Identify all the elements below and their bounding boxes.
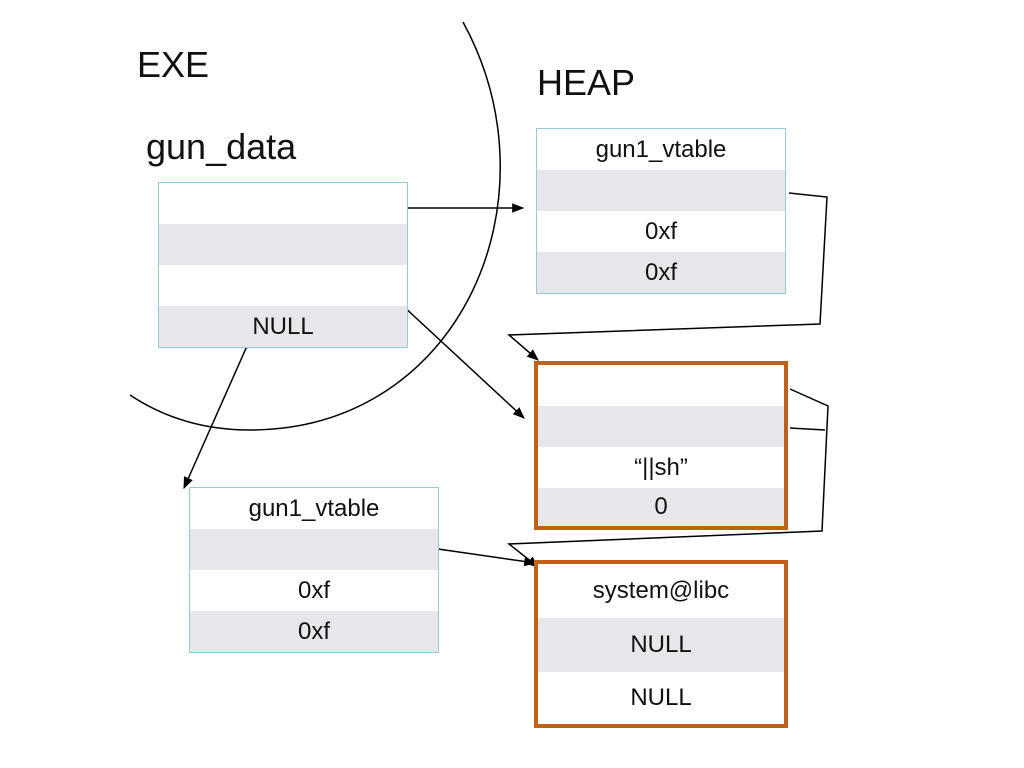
gun-data-row	[159, 183, 407, 224]
system-chunk-row-null: NULL	[538, 618, 784, 672]
gun-data-label: gun_data	[146, 126, 297, 167]
exe-vtable-row	[190, 529, 438, 570]
heap-label: HEAP	[537, 62, 636, 103]
exe-label: EXE	[137, 44, 210, 85]
fake-chunk-row	[538, 406, 784, 447]
gun-data-row	[159, 224, 407, 265]
gun-data-row	[159, 265, 407, 306]
system-chunk-row-null: NULL	[538, 672, 784, 724]
heap-vtable-row	[537, 170, 785, 211]
system-chunk-row-system: system@libc	[538, 564, 784, 618]
heap-vtable-box: gun1_vtable 0xf 0xf	[536, 128, 786, 294]
fake-chunk-box: “||sh” 0	[534, 361, 788, 530]
fake-chunk-row	[538, 365, 784, 406]
fake-chunk-row-zero: 0	[538, 488, 784, 526]
heap-vtable-title: gun1_vtable	[537, 129, 785, 170]
system-chunk-box: system@libc NULL NULL	[534, 560, 788, 728]
gun-data-row-null: NULL	[159, 306, 407, 347]
exe-vtable-row: 0xf	[190, 611, 438, 652]
exe-vtable-row: 0xf	[190, 570, 438, 611]
exe-vtable-box: gun1_vtable 0xf 0xf	[189, 487, 439, 653]
heap-vtable-row: 0xf	[537, 211, 785, 252]
exe-vtable-title: gun1_vtable	[190, 488, 438, 529]
heap-vtable-row: 0xf	[537, 252, 785, 293]
link-fake-chunk-side	[789, 427, 826, 431]
arrow-exe-vtable-to-system-chunk	[437, 548, 537, 567]
gun-data-box: NULL	[158, 182, 408, 348]
fake-chunk-row-sh: “||sh”	[538, 447, 784, 488]
